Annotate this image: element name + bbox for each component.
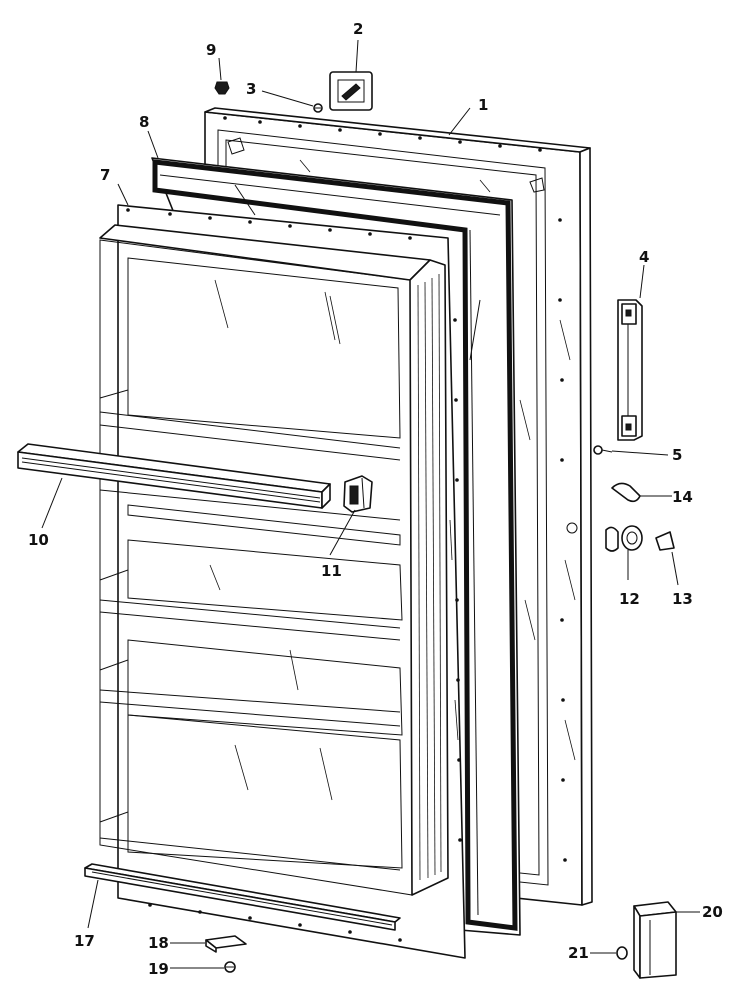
callout-3: 3 [246, 80, 256, 98]
callout-8: 8 [139, 113, 149, 131]
door-latch-block [343, 475, 373, 513]
inner-door-liner [99, 204, 466, 959]
callout-5: 5 [672, 446, 682, 464]
screw-part-5 [593, 445, 613, 455]
plug-part-9 [214, 81, 230, 95]
plug-part-21 [616, 946, 628, 960]
screw-part-19 [224, 961, 236, 973]
screw-part-3 [313, 103, 323, 113]
end-cap [633, 901, 677, 979]
callout-11: 11 [321, 562, 342, 580]
callout-14: 14 [672, 488, 693, 506]
liner-screw-holes [126, 208, 462, 942]
callout-19: 19 [148, 960, 169, 978]
callout-21: 21 [568, 944, 589, 962]
callout-10: 10 [28, 531, 49, 549]
callout-12: 12 [619, 590, 640, 608]
callout-18: 18 [148, 934, 169, 952]
callout-17: 17 [74, 932, 95, 950]
callout-9: 9 [206, 41, 216, 59]
shelf-rail-upper [17, 443, 331, 509]
bottom-bracket [205, 935, 247, 953]
callout-4: 4 [639, 248, 649, 266]
callout-13: 13 [672, 590, 693, 608]
latch-wedge [655, 531, 675, 551]
callout-20: 20 [702, 903, 723, 921]
latch-pin [605, 525, 643, 552]
latch-clip [611, 482, 641, 503]
leader-lines [41, 39, 700, 969]
callout-1: 1 [478, 96, 488, 114]
hinge-bracket [617, 299, 643, 441]
callout-7: 7 [100, 166, 110, 184]
handle-bracket [329, 71, 373, 111]
panel-1-screw-holes [223, 116, 567, 862]
callout-2: 2 [353, 20, 363, 38]
callout-labels: 1 2 3 4 5 7 8 9 10 11 12 13 14 17 18 19 … [28, 20, 723, 978]
shelf-rail-lower [84, 863, 401, 931]
